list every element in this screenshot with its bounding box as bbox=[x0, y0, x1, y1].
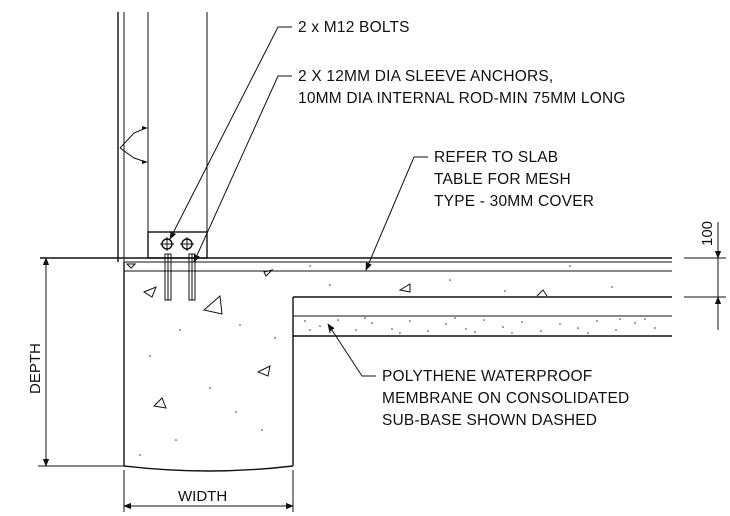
label-anchors-2: 10MM DIA INTERNAL ROD-MIN 75MM LONG bbox=[298, 90, 626, 107]
label-anchors-1: 2 X 12MM DIA SLEEVE ANCHORS, bbox=[298, 68, 553, 85]
dim-width-label: WIDTH bbox=[178, 488, 227, 505]
bottom-plate bbox=[147, 231, 208, 259]
dim-width bbox=[123, 470, 294, 512]
slab-and-footing bbox=[40, 257, 672, 472]
sleeve-anchors bbox=[164, 253, 196, 301]
dim-slab-thickness bbox=[684, 222, 726, 330]
wall-frame bbox=[117, 12, 208, 262]
label-slab-2: TABLE FOR MESH bbox=[434, 171, 571, 188]
dim-slab-thickness-label: 100 bbox=[699, 221, 716, 246]
label-slab-1: REFER TO SLAB bbox=[434, 149, 558, 166]
label-membrane-1: POLYTHENE WATERPROOF bbox=[382, 368, 592, 385]
label-membrane-2: MEMBRANE ON CONSOLIDATED bbox=[382, 390, 629, 407]
label-membrane-3: SUB-BASE SHOWN DASHED bbox=[382, 412, 597, 429]
leader-lines bbox=[169, 26, 428, 377]
label-bolts: 2 x M12 BOLTS bbox=[298, 19, 410, 36]
label-slab-3: TYPE - 30MM COVER bbox=[434, 193, 594, 210]
dim-depth-label: DEPTH bbox=[27, 343, 44, 394]
dim-depth bbox=[38, 257, 124, 467]
